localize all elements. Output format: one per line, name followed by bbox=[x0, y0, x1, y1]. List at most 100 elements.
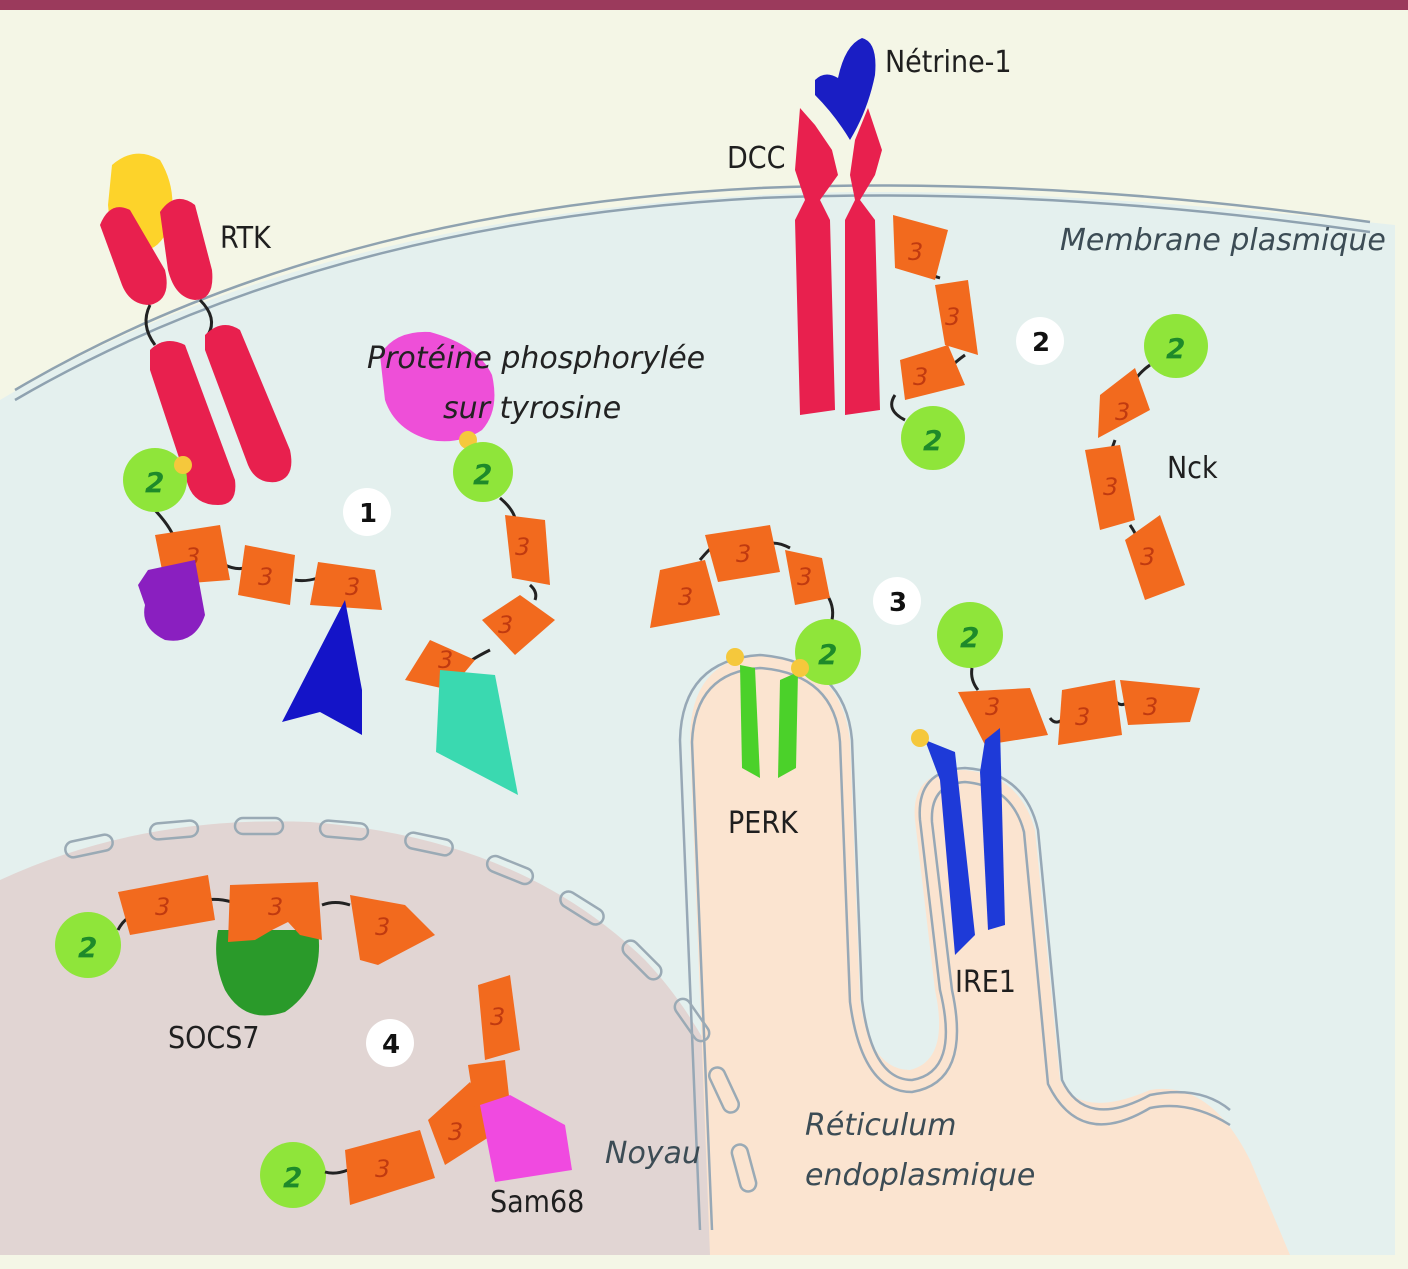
svg-text:2: 2 bbox=[923, 424, 942, 457]
svg-text:3: 3 bbox=[985, 693, 1000, 721]
socs7-complex: 2 3 3 3 SOCS7 bbox=[55, 875, 435, 1056]
svg-text:3: 3 bbox=[375, 1155, 390, 1183]
reticulum-label-1: Réticulum bbox=[805, 1108, 956, 1143]
svg-text:2: 2 bbox=[283, 1161, 302, 1194]
sh2-domain bbox=[55, 912, 121, 978]
svg-text:3: 3 bbox=[345, 573, 360, 601]
sh3-domain bbox=[350, 895, 435, 965]
dcc-left bbox=[795, 108, 838, 415]
plasma-membrane bbox=[14, 184, 1371, 402]
svg-text:3: 3 bbox=[1143, 693, 1158, 721]
svg-text:3: 3 bbox=[1075, 703, 1090, 731]
svg-text:2: 2 bbox=[78, 931, 97, 964]
teal-partner bbox=[436, 670, 518, 795]
svg-text:2: 2 bbox=[1166, 332, 1185, 365]
svg-text:3: 3 bbox=[908, 238, 923, 266]
sh2-domain bbox=[123, 448, 187, 512]
phospho-protein-complex: Protéine phosphorylée sur tyrosine 2 3 3… bbox=[367, 331, 705, 795]
socs7 bbox=[216, 930, 320, 1016]
netrine-ligand bbox=[815, 38, 876, 140]
step-2: 2 bbox=[1032, 328, 1050, 358]
sh3-domain bbox=[900, 345, 965, 400]
ire1-right bbox=[980, 728, 1005, 930]
svg-text:2: 2 bbox=[145, 466, 164, 499]
sh3-domain bbox=[935, 280, 978, 355]
svg-text:3: 3 bbox=[448, 1118, 463, 1146]
svg-text:3: 3 bbox=[438, 646, 453, 674]
netrine-label: Nétrine-1 bbox=[885, 45, 1012, 80]
phospho-site bbox=[174, 456, 192, 474]
sh2-domain bbox=[260, 1142, 326, 1208]
svg-text:2: 2 bbox=[818, 638, 837, 671]
sh3-domain bbox=[482, 595, 555, 655]
blue-partner bbox=[282, 600, 362, 735]
phospho-protein-label-2: sur tyrosine bbox=[443, 391, 621, 426]
svg-text:3: 3 bbox=[797, 563, 812, 591]
dcc-right bbox=[845, 108, 882, 415]
perk-left bbox=[740, 665, 760, 778]
sh3-domain bbox=[705, 525, 780, 582]
nck-free: 2 3 3 3 Nck bbox=[1085, 314, 1218, 600]
svg-text:3: 3 bbox=[155, 893, 170, 921]
rtk-label: RTK bbox=[220, 221, 272, 256]
sh3-domain bbox=[228, 882, 322, 942]
step-badges: 1 2 3 4 bbox=[343, 317, 1064, 1067]
step-3: 3 bbox=[889, 588, 907, 618]
ire1-label: IRE1 bbox=[955, 965, 1016, 1000]
dcc-label: DCC bbox=[727, 141, 786, 176]
phospho-protein bbox=[380, 331, 495, 442]
perk-label: PERK bbox=[728, 806, 799, 841]
svg-text:3: 3 bbox=[913, 363, 928, 391]
svg-text:3: 3 bbox=[1103, 473, 1118, 501]
sh3-domain bbox=[785, 550, 830, 605]
sh2-domain bbox=[795, 619, 861, 685]
nuclear-envelope bbox=[64, 816, 758, 1193]
svg-text:3: 3 bbox=[258, 563, 273, 591]
svg-text:3: 3 bbox=[1140, 543, 1155, 571]
sh2-domain bbox=[453, 442, 513, 502]
sh3-domain bbox=[238, 545, 295, 605]
purple-partner bbox=[138, 560, 205, 641]
step-1: 1 bbox=[359, 499, 377, 529]
socs7-label: SOCS7 bbox=[168, 1021, 260, 1056]
nck-label: Nck bbox=[1167, 451, 1218, 486]
reticulum-membrane bbox=[678, 653, 1231, 1231]
sh3-domain bbox=[118, 875, 215, 935]
phospho-site bbox=[911, 729, 929, 747]
svg-text:3: 3 bbox=[736, 540, 751, 568]
svg-text:3: 3 bbox=[375, 913, 390, 941]
phospho-protein-label-1: Protéine phosphorylée bbox=[367, 341, 705, 376]
svg-text:3: 3 bbox=[678, 583, 693, 611]
sh3-domain bbox=[1098, 368, 1150, 438]
rtk-extracellular-right bbox=[160, 198, 213, 300]
sam68-complex: 2 3 3 3 Sam68 bbox=[260, 975, 584, 1220]
svg-text:3: 3 bbox=[490, 1003, 505, 1031]
rtk-extracellular-left bbox=[100, 207, 167, 305]
nck-complex-1: 2 3 3 3 bbox=[123, 448, 382, 735]
rtk-intracellular-right bbox=[205, 325, 292, 483]
svg-text:2: 2 bbox=[473, 458, 492, 491]
perk-right bbox=[778, 672, 798, 778]
svg-text:3: 3 bbox=[1115, 398, 1130, 426]
sh3-domain bbox=[893, 215, 948, 280]
sam68-label: Sam68 bbox=[490, 1185, 584, 1220]
phospho-site bbox=[791, 659, 809, 677]
svg-text:3: 3 bbox=[515, 533, 530, 561]
svg-text:3: 3 bbox=[268, 893, 283, 921]
sh3-domain bbox=[345, 1130, 435, 1205]
sh3-domain bbox=[650, 560, 720, 628]
rtk-complex: RTK bbox=[100, 153, 292, 505]
ire1-left bbox=[925, 740, 975, 955]
ire1-complex: 2 3 3 3 IRE1 bbox=[911, 602, 1200, 1000]
sh2-domain bbox=[937, 602, 1003, 668]
sh3-domain bbox=[1085, 445, 1135, 530]
sh3-domain bbox=[505, 515, 550, 585]
sh2-domain bbox=[901, 406, 965, 470]
sh3-domain bbox=[958, 688, 1048, 745]
svg-text:2: 2 bbox=[960, 621, 979, 654]
sh3-domain bbox=[478, 975, 520, 1060]
svg-text:3: 3 bbox=[945, 303, 960, 331]
sh3-domain bbox=[468, 1060, 510, 1110]
perk-complex: 3 3 3 2 PERK bbox=[650, 525, 861, 841]
